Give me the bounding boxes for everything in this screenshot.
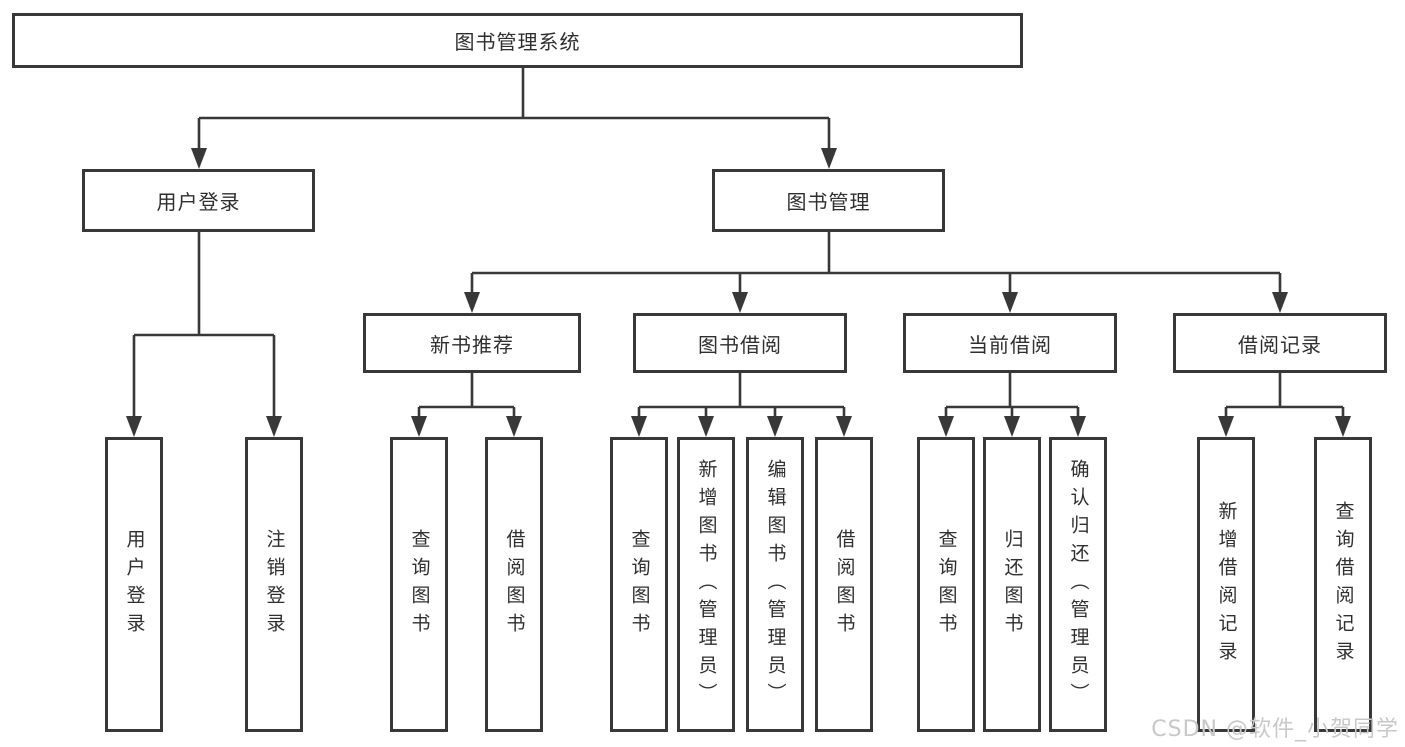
node-book-borrowing: 图书借阅 <box>633 313 847 373</box>
node-label: 借阅图书 <box>503 528 526 641</box>
arrowhead <box>411 416 427 437</box>
node-edit-books-admin: 编辑图书（管理员） <box>746 437 804 732</box>
node-query-books-current: 查询图书 <box>917 437 975 732</box>
node-label: 用户登录 <box>123 528 146 641</box>
node-label: 查询图书 <box>935 528 958 641</box>
node-borrowing-records: 借阅记录 <box>1173 313 1387 373</box>
node-label: 用户登录 <box>156 190 241 214</box>
arrowhead <box>266 416 282 437</box>
node-label: 新增借阅记录 <box>1215 500 1238 669</box>
node-current-borrowing: 当前借阅 <box>903 313 1117 373</box>
arrowhead <box>464 292 480 313</box>
node-user-login-leaf: 用户登录 <box>105 437 163 732</box>
node-label: 查询借阅记录 <box>1332 500 1355 669</box>
arrowhead <box>1002 292 1018 313</box>
node-book-management-branch: 图书管理 <box>712 169 945 232</box>
node-return-books: 归还图书 <box>983 437 1041 732</box>
node-library-management-system: 图书管理系统 <box>12 13 1023 68</box>
node-label: 借阅记录 <box>1238 332 1322 357</box>
arrowhead <box>1218 416 1234 437</box>
node-label: 借阅图书 <box>833 528 856 641</box>
node-label: 新书推荐 <box>430 332 514 357</box>
arrowhead <box>1335 416 1351 437</box>
node-borrow-books-leaf: 借阅图书 <box>815 437 873 732</box>
arrowhead <box>1070 416 1086 437</box>
node-label: 确认归还（管理员） <box>1067 458 1090 711</box>
node-query-books-borrowing: 查询图书 <box>610 437 668 732</box>
node-confirm-return-admin: 确认归还（管理员） <box>1049 437 1107 732</box>
node-new-book-recommendation: 新书推荐 <box>363 313 581 373</box>
node-logout-leaf: 注销登录 <box>245 437 303 732</box>
node-query-books-recommend: 查询图书 <box>390 437 448 732</box>
node-label: 编辑图书（管理员） <box>764 458 787 711</box>
node-label: 新增图书（管理员） <box>695 458 718 711</box>
arrowhead <box>836 416 852 437</box>
node-query-borrow-record: 查询借阅记录 <box>1314 437 1372 732</box>
node-label: 查询图书 <box>628 528 651 641</box>
arrowhead <box>126 416 142 437</box>
node-add-borrow-record: 新增借阅记录 <box>1197 437 1255 732</box>
arrowhead <box>821 148 837 169</box>
node-label: 图书借阅 <box>698 332 782 357</box>
arrowhead <box>1272 292 1288 313</box>
node-label: 注销登录 <box>263 528 286 641</box>
arrowhead <box>631 416 647 437</box>
node-label: 查询图书 <box>408 528 431 641</box>
node-label: 图书管理 <box>786 190 871 214</box>
arrowhead <box>938 416 954 437</box>
node-borrow-books-recommend: 借阅图书 <box>485 437 543 732</box>
arrowhead <box>767 416 783 437</box>
arrowhead <box>1004 416 1020 437</box>
node-user-login-branch: 用户登录 <box>82 169 315 232</box>
csdn-watermark: CSDN @软件_小贺同学 <box>1151 717 1399 742</box>
node-add-books-admin: 新增图书（管理员） <box>677 437 735 732</box>
arrowhead <box>191 148 207 169</box>
node-label: 当前借阅 <box>968 332 1052 357</box>
node-label: 归还图书 <box>1001 528 1024 641</box>
arrowhead <box>506 416 522 437</box>
node-label: 图书管理系统 <box>454 30 581 54</box>
arrowhead <box>698 416 714 437</box>
arrowhead <box>732 292 748 313</box>
